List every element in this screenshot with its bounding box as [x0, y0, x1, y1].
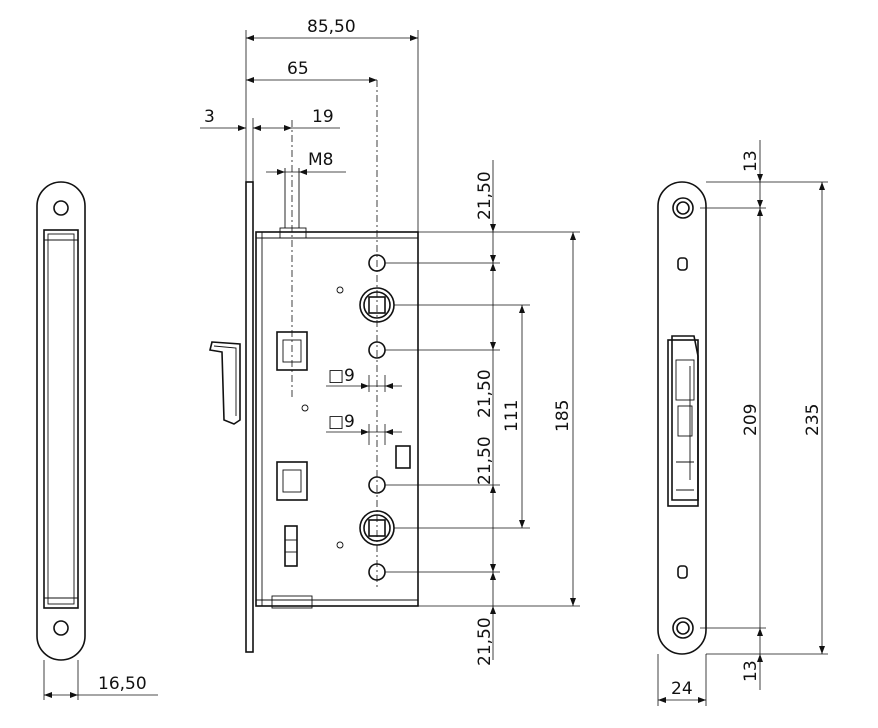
latch-lever	[209, 341, 241, 425]
strike-opening	[43, 229, 79, 609]
lower-slot	[677, 565, 688, 579]
lock-body-view: 85,50 65 3 19 M8 □9 □9	[200, 17, 580, 666]
faceplate-front-view: 13 209 13 235 24	[657, 140, 828, 706]
lower-latch-block	[276, 461, 308, 501]
overall-width-label: 85,50	[307, 17, 356, 37]
centers-label: 111	[502, 400, 522, 432]
screw-offset-bottom-label: 13	[741, 660, 761, 682]
spindle-lower-label: □9	[328, 412, 355, 432]
spindle-upper-label: □9	[328, 366, 355, 386]
faceplate-outline	[657, 181, 707, 655]
latch-mechanism	[671, 335, 699, 501]
lower-gap-label: 21,50	[475, 436, 495, 485]
faceplate-thickness-label: 3	[204, 107, 215, 127]
faceplate-side	[245, 181, 254, 653]
lock-case	[255, 231, 419, 607]
bottom-offset-label: 21,50	[475, 617, 495, 666]
upper-gap-label: 21,50	[475, 369, 495, 418]
plate-width-label: 24	[671, 679, 693, 699]
backset-label: 65	[287, 59, 309, 79]
strike-plate-bottom-hole	[53, 620, 69, 636]
strike-opening-inner	[47, 233, 75, 605]
screw-spacing-label: 209	[741, 404, 761, 436]
upper-slot	[677, 257, 688, 271]
latch-offset-label: 19	[312, 107, 334, 127]
side-clip	[395, 445, 411, 469]
top-screw	[672, 197, 694, 219]
strike-width-label: 16,50	[98, 674, 147, 694]
plate-height-label: 235	[803, 404, 823, 436]
bottom-screw	[672, 617, 694, 639]
screw-offset-top-label: 13	[741, 150, 761, 172]
strike-plate-outline	[36, 181, 86, 661]
thread-label: M8	[308, 150, 333, 170]
small-tongue	[284, 525, 298, 567]
strike-plate-view: 16,50	[36, 181, 158, 700]
strike-plate-top-hole	[53, 200, 69, 216]
body-height-label: 185	[553, 400, 573, 432]
top-offset-label: 21,50	[475, 171, 495, 220]
